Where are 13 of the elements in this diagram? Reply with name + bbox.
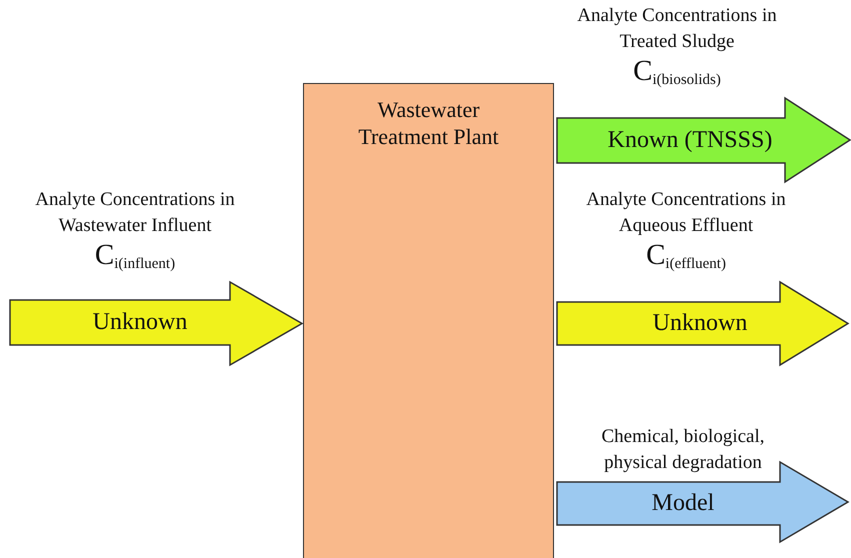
concentration-symbol: C$_{i(biosolids)}$ (633, 55, 721, 90)
concentration-symbol: C$_{i(influent)}$ (94, 239, 176, 274)
flow-heading: Chemical, biological, physical degradation (600, 425, 766, 475)
concentration-symbol: C$_{i(effluent)}$ (646, 239, 726, 274)
treatment-plant-box (303, 83, 554, 558)
plant-label: Wastewater Treatment Plant (357, 96, 500, 150)
flow-heading: Analyte Concentrations in Aqueous Effluent (585, 188, 787, 238)
flow-heading: Analyte Concentrations in Wastewater Influent (34, 188, 236, 238)
arrow-label: Unknown (652, 309, 748, 338)
flow-heading: Analyte Concentrations in Treated Sludge (576, 4, 778, 54)
arrow-label: Model (650, 489, 716, 518)
arrow-label: Unknown (92, 308, 188, 337)
arrow-label: Known (TNSSS) (606, 126, 774, 155)
